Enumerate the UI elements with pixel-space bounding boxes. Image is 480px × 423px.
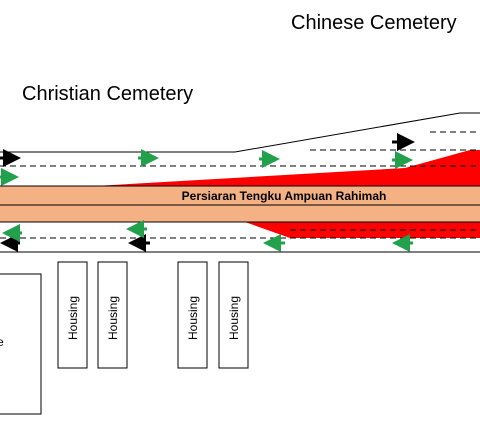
housing-label-1: Housing <box>66 296 80 340</box>
housing-block-2 <box>97 261 128 369</box>
housing-block-1 <box>57 261 88 369</box>
road-north-edge <box>0 112 480 153</box>
housing-label-4: Housing <box>227 296 241 340</box>
widening-north <box>95 150 480 186</box>
median-strip <box>0 186 480 222</box>
housing-label-3: Housing <box>186 296 200 340</box>
housing-block-4 <box>218 261 249 369</box>
housing-label-2: Housing <box>106 296 120 340</box>
left-building-label: e <box>0 335 4 349</box>
christian-cemetery-label: Christian Cemetery <box>22 83 193 105</box>
housing-block-3 <box>177 261 208 369</box>
left-building <box>0 273 42 415</box>
chinese-cemetery-label: Chinese Cemetery <box>291 12 457 34</box>
road-name-label: Persiaran Tengku Ampuan Rahimah <box>182 189 387 203</box>
